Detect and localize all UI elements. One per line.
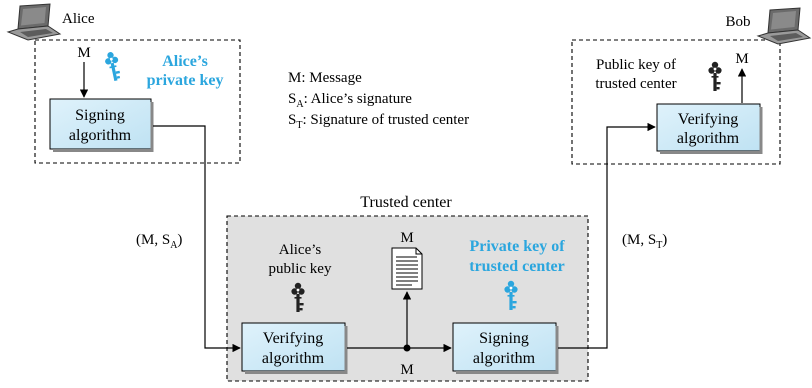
box-shadow — [555, 326, 559, 374]
alice-private-key-line1: Alice’s — [162, 53, 208, 70]
message-label: M — [77, 45, 90, 61]
alice-signed-message-label: (M, SA) — [136, 232, 182, 251]
center-public-key-line1: Alice’s — [279, 242, 322, 258]
box-line-2: algorithm — [262, 350, 325, 367]
bob-public-key-line1: Public key of — [596, 57, 676, 73]
alice-region: Alice M Alice’s private key Signing algo… — [7, 3, 241, 164]
center-private-key-line2: trusted center — [469, 258, 565, 275]
box-line-1: Verifying — [678, 111, 738, 128]
box-shadow — [660, 151, 762, 154]
document-icon — [391, 247, 423, 290]
alice-private-key-line2: private key — [147, 72, 224, 89]
box-shadow — [53, 149, 153, 152]
signing-algorithm-box — [452, 322, 557, 372]
trusted-center-title: Trusted center — [360, 194, 452, 211]
box-shadow — [245, 371, 347, 374]
key-icon — [708, 61, 722, 91]
box-line-2: algorithm — [473, 350, 536, 367]
legend: M: Message SA: Alice’s signature ST: Sig… — [288, 70, 469, 131]
legend-message: M: Message — [288, 70, 362, 86]
box-shadow — [456, 371, 558, 374]
bob-dashed-border — [571, 39, 781, 165]
box-shadow — [344, 326, 348, 374]
alice-dashed-border — [34, 39, 241, 164]
legend-alice-signature: SA: Alice’s signature — [288, 91, 412, 110]
box-shadow — [150, 102, 154, 152]
laptop-icon — [757, 7, 811, 45]
box-line-2: algorithm — [677, 130, 740, 147]
alice-to-center-arrow — [153, 125, 241, 353]
laptop-icon — [7, 3, 61, 41]
key-icon — [103, 50, 123, 83]
box-line-2: algorithm — [69, 127, 132, 144]
bob-label: Bob — [725, 14, 750, 30]
document-message-label: M — [400, 230, 413, 246]
center-public-key-line2: public key — [269, 261, 332, 277]
box-shadow — [759, 107, 763, 154]
center-signed-message-label: (M, ST) — [622, 232, 667, 251]
legend-center-signature: ST: Signature of trusted center — [288, 112, 469, 131]
center-private-key-line1: Private key of — [469, 238, 565, 255]
box-line-1: Signing — [75, 107, 125, 124]
bottom-message-label: M — [400, 362, 413, 378]
bob-public-key-line2: trusted center — [595, 76, 676, 92]
alice-label: Alice — [62, 11, 95, 27]
center-to-bob-arrow — [558, 122, 656, 349]
box-line-1: Signing — [479, 330, 529, 347]
bob-region: Bob Public key of trusted center M Verif… — [571, 7, 811, 165]
output-message-label: M — [735, 51, 748, 67]
box-line-1: Verifying — [263, 330, 323, 347]
trusted-center-region: Trusted center Alice’s public key Privat… — [226, 194, 589, 382]
